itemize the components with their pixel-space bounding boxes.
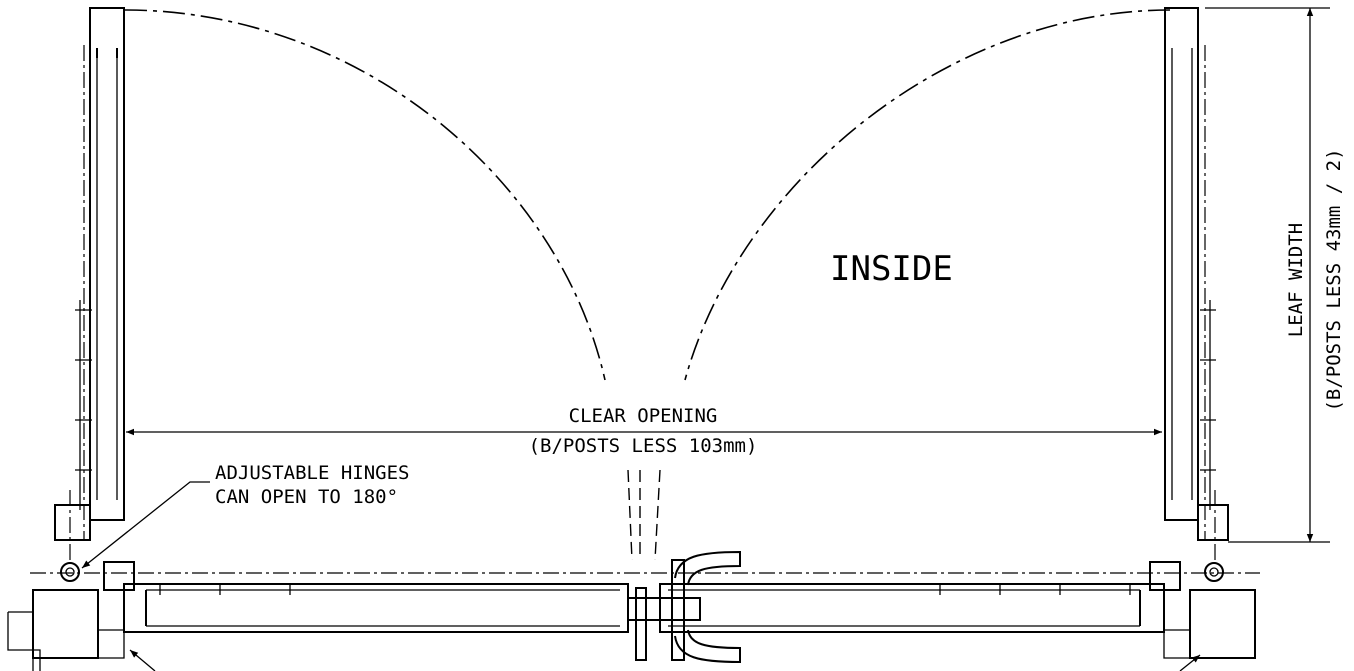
right-post-leader [1179, 654, 1201, 671]
left-leaf-closed-position [123, 583, 629, 633]
left-leaf-swing-arc-lower [627, 469, 633, 561]
latch-handle [627, 550, 741, 664]
right-post [1149, 561, 1256, 659]
right-leaf-open-position [1164, 7, 1229, 560]
right-leaf-closed-position [659, 583, 1165, 633]
leaf-width-dimension [1205, 7, 1330, 543]
right-leaf-swing-arc-lower [654, 469, 661, 561]
leaf-width-label: LEAF WIDTH [1285, 223, 1307, 337]
clear-opening-formula: (B/POSTS LESS 103mm) [529, 435, 758, 457]
clear-opening-label: CLEAR OPENING [569, 405, 718, 427]
hinge-note-leader [81, 481, 210, 569]
left-post [7, 561, 135, 671]
hinge-note-line2: CAN OPEN TO 180° [215, 486, 398, 508]
left-post-leader [129, 649, 156, 671]
inside-label: INSIDE [830, 249, 953, 289]
left-leaf-open-position [54, 7, 125, 560]
hinge-note-line1: ADJUSTABLE HINGES [215, 462, 409, 484]
right-leaf-swing-arc [684, 9, 1171, 381]
leaf-width-formula: (B/POSTS LESS 43mm / 2) [1323, 148, 1345, 411]
left-leaf-swing-arc [124, 9, 606, 381]
